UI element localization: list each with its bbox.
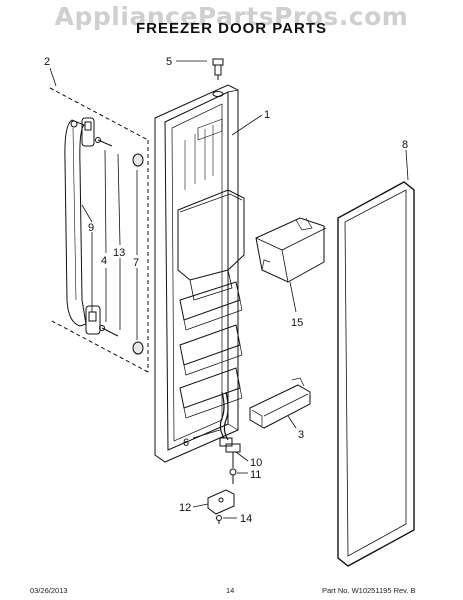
callout-12: 12 (179, 502, 191, 514)
callout-13: 13 (113, 247, 125, 259)
dispenser-housing (177, 118, 245, 301)
callout-14: 14 (240, 513, 252, 525)
callout-4: 4 (101, 255, 107, 267)
ice-bucket (255, 217, 327, 283)
leader-lines (49, 60, 409, 519)
callout-15: 15 (291, 317, 303, 329)
callout-8: 8 (402, 139, 408, 151)
hinge-screw (216, 515, 222, 524)
callout-5: 5 (166, 56, 172, 68)
bottom-hinge-parts (225, 443, 241, 484)
lower-handle-base (85, 305, 101, 335)
handle-assembly-bracket (49, 87, 149, 373)
footer-page-number: 14 (226, 586, 235, 595)
door-shelves (179, 281, 243, 419)
callout-2: 2 (44, 56, 50, 68)
door-handle (64, 119, 87, 327)
callout-11: 11 (250, 469, 261, 481)
footer-date: 03/26/2013 (30, 586, 68, 595)
page-title: FREEZER DOOR PARTS (135, 20, 328, 37)
callout-9: 9 (88, 222, 94, 234)
footer-part-number: Part No. W10251195 Rev. B (322, 586, 416, 595)
top-hinge-pin (212, 58, 224, 80)
callout-7: 7 (133, 257, 139, 269)
handle-screws (95, 137, 119, 337)
bottom-hinge (207, 489, 235, 515)
handle-plugs (132, 153, 144, 355)
door-gasket (337, 181, 415, 567)
callout-3: 3 (298, 429, 304, 441)
freezer-door (154, 84, 239, 463)
callouts: 1 2 3 4 5 6 7 8 9 10 11 12 13 14 15 (44, 56, 408, 525)
bottom-door-bin (249, 377, 311, 429)
watermark: AppliancePartsPros.com (54, 2, 409, 31)
callout-10: 10 (250, 457, 262, 469)
callout-1: 1 (264, 109, 270, 121)
upper-handle-base (81, 117, 95, 147)
callout-6: 6 (183, 437, 189, 449)
